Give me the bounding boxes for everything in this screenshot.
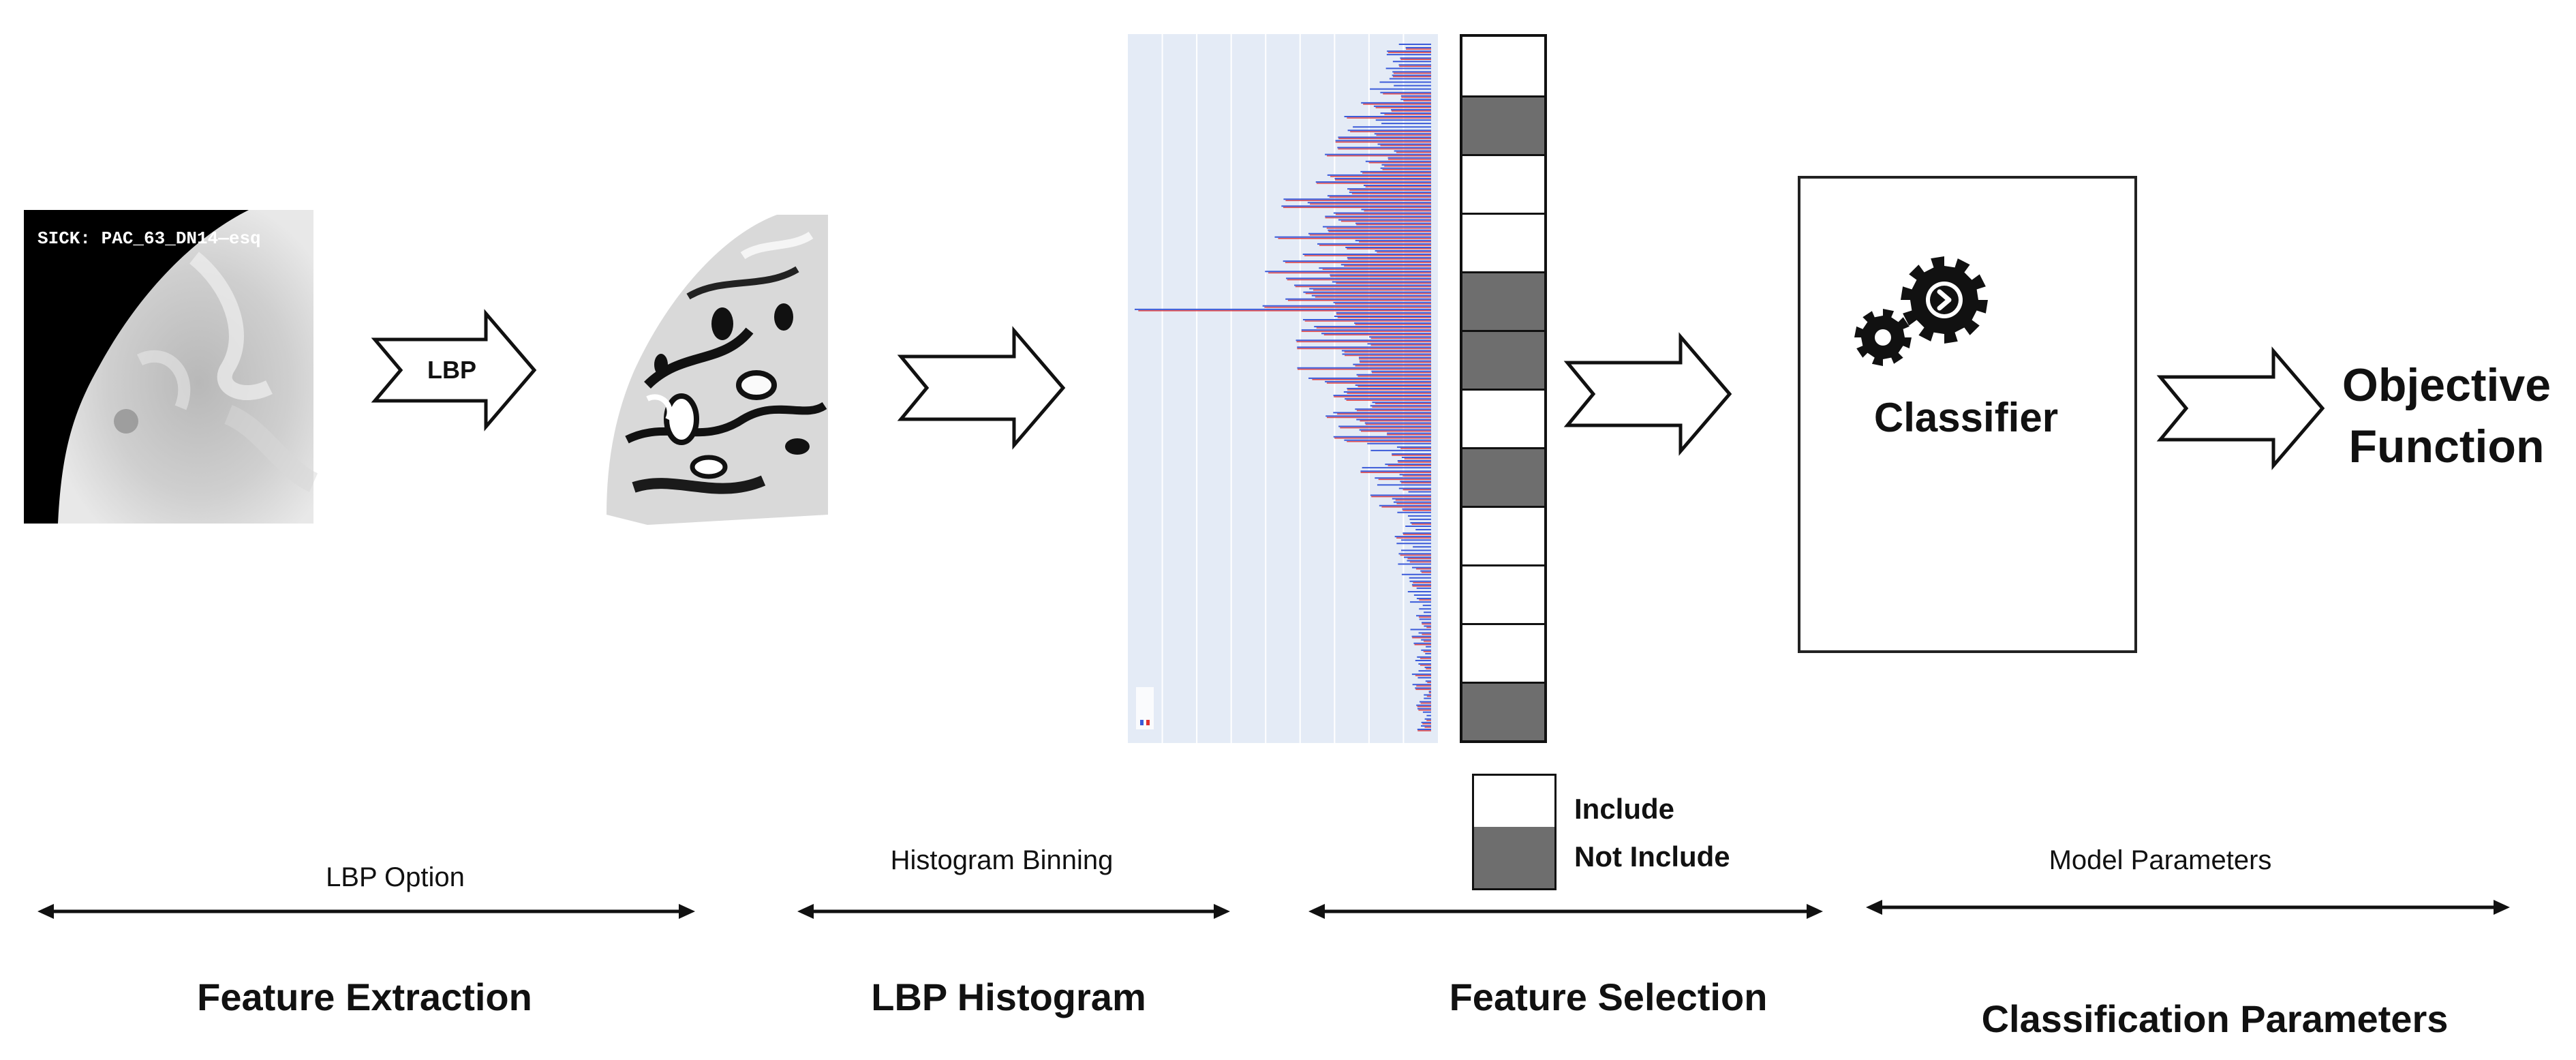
feature-mask-cell-not-include bbox=[1462, 447, 1544, 506]
feature-mask-cell-include bbox=[1462, 623, 1544, 682]
section-lbp-histogram: LBP Histogram bbox=[871, 975, 1146, 1018]
thermogram-caption: SICK: PAC_63_DN14—esq bbox=[37, 228, 261, 249]
arrow-to-histogram bbox=[897, 326, 1066, 450]
lbp-arrow bbox=[371, 309, 537, 431]
section-feature-extraction: Feature Extraction bbox=[197, 975, 532, 1018]
lbp-histogram-chart bbox=[1128, 34, 1438, 743]
feature-mask-cell-not-include bbox=[1462, 95, 1544, 154]
feature-mask-cell-include bbox=[1462, 213, 1544, 271]
legend-include-label: Include bbox=[1574, 793, 1675, 825]
thermogram-image bbox=[24, 210, 318, 524]
objective-function-label: Objective Function bbox=[2320, 354, 2573, 477]
objective-line-1: Objective bbox=[2342, 359, 2551, 411]
arrow-to-classifier bbox=[1563, 332, 1732, 456]
double-arrow-lbp-option bbox=[37, 904, 695, 919]
feature-mask-cell-not-include bbox=[1462, 330, 1544, 389]
classifier-label: Classifier bbox=[1873, 395, 2059, 440]
histogram-binning-label: Histogram Binning bbox=[890, 845, 1114, 875]
feature-mask-cell-not-include bbox=[1462, 682, 1544, 740]
lbp-arrow-label: LBP bbox=[427, 356, 476, 384]
double-arrow-feature-selection bbox=[1308, 904, 1823, 919]
feature-mask-cell-not-include bbox=[1462, 271, 1544, 330]
double-arrow-histogram-binning bbox=[797, 904, 1230, 919]
double-arrow-model-parameters bbox=[1866, 900, 2510, 915]
feature-mask-cell-include bbox=[1462, 37, 1544, 95]
arrow-to-objective bbox=[2156, 346, 2325, 470]
feature-mask-cell-include bbox=[1462, 154, 1544, 213]
legend-include-swatch bbox=[1472, 774, 1557, 831]
gears-icon bbox=[1854, 256, 1988, 366]
legend-not-include-swatch bbox=[1472, 827, 1557, 890]
lbp-option-label: LBP Option bbox=[326, 862, 465, 892]
feature-mask-cell-include bbox=[1462, 389, 1544, 447]
classifier-box bbox=[1798, 176, 2137, 653]
feature-mask-cell-include bbox=[1462, 506, 1544, 564]
section-classification-parameters: Classification Parameters bbox=[1981, 997, 2449, 1040]
feature-mask-column bbox=[1460, 34, 1547, 743]
lbp-texture-image bbox=[607, 215, 828, 525]
section-feature-selection: Feature Selection bbox=[1449, 975, 1768, 1018]
feature-mask-cell-include bbox=[1462, 564, 1544, 623]
histogram-legend bbox=[1136, 687, 1154, 729]
legend-not-include-label: Not Include bbox=[1574, 841, 1730, 873]
objective-line-2: Function bbox=[2348, 421, 2545, 472]
model-parameters-label: Model Parameters bbox=[2049, 845, 2272, 875]
